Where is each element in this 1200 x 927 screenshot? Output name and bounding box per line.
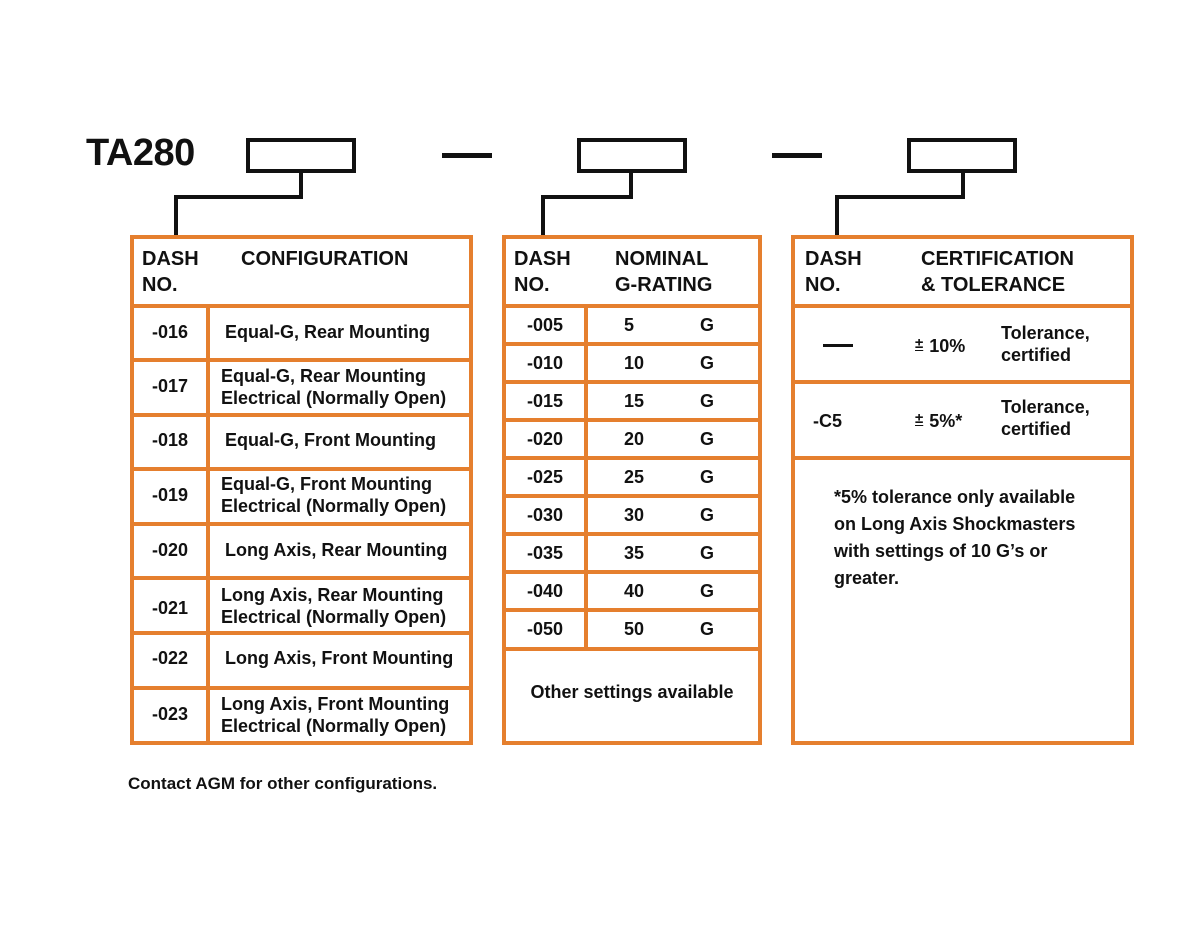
- table-cell-g-value: 25: [624, 467, 645, 487]
- table-cell-dash: -023: [151, 704, 189, 724]
- table-cell-configuration: Equal-G, Rear Mounting Electrical (Norma…: [221, 366, 447, 408]
- table-cell-dash: -018: [151, 430, 189, 450]
- table-cell-g-value: 20: [624, 429, 645, 449]
- table-cell-description: Tolerance, certified: [1001, 323, 1090, 365]
- table-cell-configuration: Equal-G, Rear Mounting: [225, 322, 430, 342]
- plus-minus-icon: ±: [915, 410, 924, 427]
- table-cell-g-value: 35: [624, 543, 645, 563]
- table-divider: [130, 358, 473, 362]
- table-cell-dash: -040: [526, 581, 564, 601]
- table-divider: [502, 608, 762, 612]
- table-cell-dash: -016: [151, 322, 189, 342]
- table-cell-configuration: Long Axis, Rear Mounting: [225, 540, 448, 560]
- table-divider: [502, 304, 762, 308]
- table-divider: [130, 522, 473, 526]
- configuration-header-title: CONFIGURATION: [241, 248, 409, 270]
- table-divider: [130, 686, 473, 690]
- plus-minus-icon: ±: [915, 335, 924, 352]
- g-rating-footer: Other settings available: [530, 682, 734, 702]
- table-cell-tolerance: ±5%*: [915, 410, 963, 431]
- table-cell-g-value: 40: [624, 581, 645, 601]
- table-cell-tolerance: ±10%: [915, 335, 966, 356]
- g-rating-table: [502, 235, 762, 745]
- table-cell-g-value: 50: [624, 619, 645, 639]
- table-cell-dash: -017: [151, 376, 189, 396]
- table-divider: [130, 304, 473, 308]
- certification-header-title: CERTIFICATION & TOLERANCE: [921, 248, 1074, 296]
- em-dash-none-icon: [823, 344, 853, 347]
- table-cell-configuration: Equal-G, Front Mounting: [225, 430, 436, 450]
- g-rating-header-title: NOMINAL G-RATING: [615, 248, 713, 296]
- table-divider: [130, 631, 473, 635]
- configuration-header-dash-no: DASH NO.: [142, 248, 199, 296]
- table-cell-g-unit: G: [700, 543, 715, 563]
- table-divider: [502, 494, 762, 498]
- separator-dash-2: [772, 153, 822, 158]
- table-cell-g-unit: G: [700, 429, 715, 449]
- table-cell-dash: -030: [526, 505, 564, 525]
- table-cell-g-value: 10: [624, 353, 645, 373]
- configuration-table: [130, 235, 473, 745]
- table-cell-configuration: Long Axis, Rear Mounting Electrical (Nor…: [221, 585, 447, 627]
- table-cell-dash: -010: [526, 353, 564, 373]
- table-cell-g-value: 15: [624, 391, 645, 411]
- table-cell-dash: -035: [526, 543, 564, 563]
- g-rating-code-box: [577, 138, 687, 173]
- table-cell-dash: -050: [526, 619, 564, 639]
- table-divider: [130, 413, 473, 417]
- table-divider: [502, 532, 762, 536]
- table-divider: [584, 304, 588, 650]
- part-number-prefix: TA280: [86, 132, 195, 174]
- table-divider: [502, 647, 762, 651]
- table-cell-g-value: 5: [624, 315, 635, 335]
- table-cell-description: Tolerance, certified: [1001, 397, 1090, 439]
- table-divider: [791, 380, 1134, 384]
- table-cell-dash: -019: [151, 485, 189, 505]
- table-cell-configuration: Long Axis, Front Mounting Electrical (No…: [221, 694, 450, 736]
- table-divider: [791, 456, 1134, 460]
- table-cell-dash: -020: [526, 429, 564, 449]
- table-divider: [502, 570, 762, 574]
- table-cell-dash: -015: [526, 391, 564, 411]
- table-divider: [502, 380, 762, 384]
- table-cell-dash: -020: [151, 540, 189, 560]
- table-divider: [130, 467, 473, 471]
- table-cell-dash: -022: [151, 648, 189, 668]
- table-cell-dash: -021: [151, 598, 189, 618]
- table-divider: [791, 304, 1134, 308]
- configuration-note: Contact AGM for other configurations.: [128, 774, 438, 793]
- certification-footnote: *5% tolerance only available on Long Axi…: [834, 487, 1076, 588]
- table-cell-g-unit: G: [700, 315, 715, 335]
- table-cell-dash: -005: [526, 315, 564, 335]
- table-cell-g-unit: G: [700, 391, 715, 411]
- table-cell-configuration: Long Axis, Front Mounting: [225, 648, 454, 668]
- table-divider: [130, 576, 473, 580]
- table-cell-g-unit: G: [700, 353, 715, 373]
- table-cell-g-unit: G: [700, 619, 715, 639]
- certification-code-box: [907, 138, 1017, 173]
- table-cell-g-unit: G: [700, 581, 715, 601]
- table-divider: [502, 342, 762, 346]
- certification-table: [791, 235, 1134, 745]
- table-cell-g-unit: G: [700, 467, 715, 487]
- table-cell-g-value: 30: [624, 505, 645, 525]
- table-cell-dash: -025: [526, 467, 564, 487]
- table-cell-dash: -C5: [813, 411, 843, 431]
- table-divider: [502, 456, 762, 460]
- table-divider: [502, 418, 762, 422]
- table-cell-configuration: Equal-G, Front Mounting Electrical (Norm…: [221, 474, 447, 516]
- separator-dash-1: [442, 153, 492, 158]
- g-rating-header-dash-no: DASH NO.: [514, 248, 571, 296]
- certification-header-dash-no: DASH NO.: [805, 248, 862, 296]
- table-cell-g-unit: G: [700, 505, 715, 525]
- configuration-code-box: [246, 138, 356, 173]
